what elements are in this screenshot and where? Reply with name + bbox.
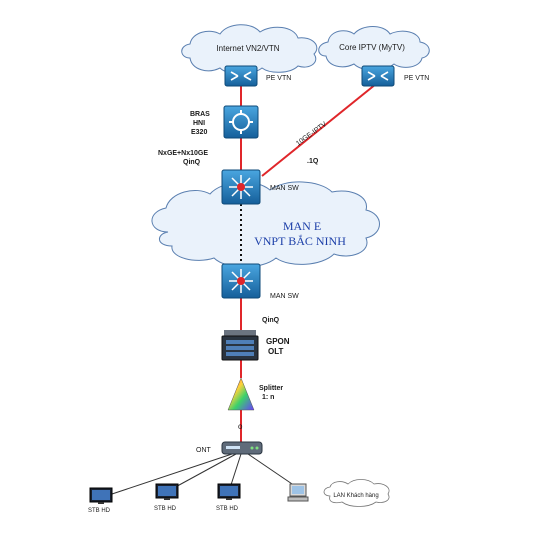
switch-icon — [221, 169, 261, 205]
lan-callout — [323, 479, 390, 507]
router-icon — [361, 65, 395, 87]
stb-label-1: STB HD — [88, 508, 111, 514]
splitter-label-2: 1: n — [262, 394, 274, 401]
stb-label-2: STB HD — [154, 506, 177, 512]
ont-label: ONT — [196, 447, 212, 454]
stb-label-3: STB HD — [216, 506, 239, 512]
vlan-tag-label: .1Q — [307, 158, 319, 165]
lan-label: LAN Khách hàng — [333, 493, 378, 499]
router-icon — [224, 65, 258, 87]
man-e-label-line1: MAN E — [283, 219, 321, 233]
pe-right-label: PE VTN — [404, 75, 429, 82]
monitor-icon — [155, 483, 179, 500]
drop-line — [111, 453, 233, 495]
internet-cloud-label: Internet VN2/VTN — [216, 44, 279, 53]
splitter-icon — [227, 377, 255, 411]
bras-label-1: BRAS — [190, 111, 210, 118]
ont-icon — [221, 441, 263, 455]
monitor-icon — [217, 483, 241, 500]
monitor-icon — [89, 487, 113, 504]
man-e-label-line2: VNPT BẮC NINH — [254, 233, 346, 248]
olt-label-2: OLT — [268, 347, 284, 356]
bras-uplink-label-1: NxGE+Nx10GE — [158, 150, 208, 157]
fiber-marker: o — [238, 422, 243, 431]
bras-label-3: E320 — [191, 129, 207, 136]
bras-uplink-label-2: QinQ — [183, 159, 201, 166]
drop-line — [229, 453, 242, 489]
man-e-cloud — [151, 181, 380, 268]
drop-line — [247, 453, 299, 489]
core-iptv-cloud-label: Core IPTV (MyTV) — [339, 43, 405, 52]
man-sw-bottom-label: MAN SW — [270, 293, 299, 300]
olt-label-1: GPON — [266, 337, 290, 346]
bras-label-2: HNI — [193, 120, 205, 127]
olt-uplink-label: QinQ — [262, 317, 280, 324]
olt-icon — [221, 330, 259, 361]
switch-icon — [221, 263, 261, 299]
man-sw-top-label: MAN SW — [270, 185, 299, 192]
pc-icon — [287, 483, 309, 502]
drop-line — [169, 453, 237, 491]
bras-icon — [223, 105, 259, 139]
link-iptv — [261, 83, 377, 177]
pe-left-label: PE VTN — [266, 75, 291, 82]
splitter-label-1: Splitter — [259, 385, 283, 392]
iptv-link-label: 10GE-IPTV — [295, 121, 328, 148]
